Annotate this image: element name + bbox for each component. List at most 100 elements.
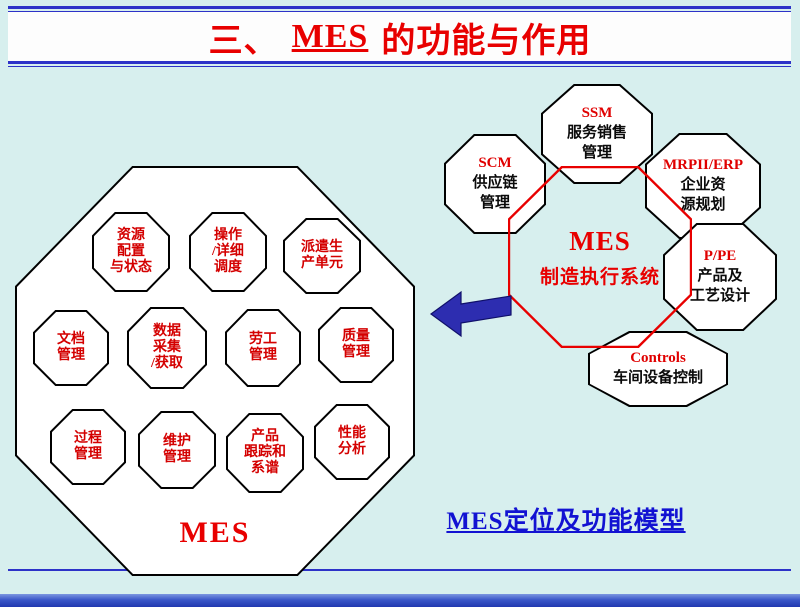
title-section-number: 三、 xyxy=(208,22,279,60)
function-label: 劳工 管理 xyxy=(225,309,301,387)
label-line: 文档 xyxy=(57,332,85,348)
function-label: 文档 管理 xyxy=(33,310,109,386)
label-line: 质量 xyxy=(342,329,370,345)
label-line: 制造执行系统 xyxy=(539,266,660,288)
octagon-fill xyxy=(140,413,214,487)
node-acronym: MES xyxy=(569,225,631,256)
node-acronym: Controls xyxy=(630,350,686,367)
label-line: 管理 xyxy=(163,450,191,465)
function-octagon-document-control: 文档 管理 xyxy=(33,310,109,386)
label-line: 跟踪和 xyxy=(244,445,286,461)
octagon-fill xyxy=(316,406,388,478)
octagon-fill xyxy=(35,312,107,384)
label-line: 服务销售 xyxy=(566,125,627,142)
function-octagon-resource-status: 资源 配置 与状态 xyxy=(92,212,170,292)
function-label: 过程 管理 xyxy=(50,409,126,485)
function-label: 质量 管理 xyxy=(318,307,394,383)
octagon-fill xyxy=(320,309,392,381)
mes-node-label: MES 制造执行系统 xyxy=(508,166,692,348)
label-line: 性能 xyxy=(338,426,366,442)
label-line: 劳工 xyxy=(249,332,277,348)
diagram-caption: MES定位及功能模型 xyxy=(446,508,686,535)
label-line: 系谱 xyxy=(251,460,279,476)
node-label: P/PE 产品及 工艺设计 xyxy=(663,223,777,331)
label-line: 供应链 xyxy=(472,175,518,192)
function-octagon-quality-management: 质量 管理 xyxy=(318,307,394,383)
node-label: MRPII/ERP 企业资 源规划 xyxy=(645,133,761,239)
node-label: SCM 供应链 管理 xyxy=(444,134,546,234)
label-line: 采集 xyxy=(153,340,181,356)
label-line: 调度 xyxy=(214,259,242,275)
mes-octagon-label: MES xyxy=(179,516,251,549)
label-line: /详细 xyxy=(212,244,244,260)
node-octagon-scm: SCM 供应链 管理 xyxy=(444,134,546,234)
label-line: 过程 xyxy=(74,431,102,447)
label-line: 分析 xyxy=(338,442,366,457)
bottom-band xyxy=(0,594,800,607)
function-octagon-maintenance-management: 维护 管理 xyxy=(138,411,216,489)
title-rule-thick xyxy=(8,61,791,64)
label-line: 管理 xyxy=(249,348,277,363)
function-octagon-data-collection: 数据 采集 /获取 xyxy=(127,307,207,389)
function-label: 维护 管理 xyxy=(138,411,216,489)
top-rule-thin xyxy=(8,11,791,12)
mes-node-octagon-outline xyxy=(508,166,692,348)
label-line: 操作 xyxy=(214,228,242,244)
label-line: 资源 xyxy=(117,228,145,244)
label-line: 管理 xyxy=(342,345,370,360)
title-band xyxy=(8,12,791,61)
top-rule-thick xyxy=(8,6,791,9)
function-label: 派遣生 产单元 xyxy=(283,218,361,294)
label-line: 源规划 xyxy=(680,196,726,213)
function-octagon-process-management: 过程 管理 xyxy=(50,409,126,485)
function-label: 数据 采集 /获取 xyxy=(127,307,207,389)
label-line: 管理 xyxy=(581,144,612,161)
octagon-fill xyxy=(590,333,726,405)
label-line: 派遣生 xyxy=(301,240,343,256)
label-line: 管理 xyxy=(479,194,510,211)
label-line: 管理 xyxy=(57,348,85,363)
label-line: /获取 xyxy=(151,355,183,371)
label-line: 配置 xyxy=(117,244,145,260)
octagon-fill xyxy=(227,311,299,385)
label-line: 管理 xyxy=(74,447,102,462)
octagon-fill xyxy=(52,411,124,483)
page-title: 三、 MES 的功能与作用 xyxy=(0,14,800,60)
octagon-fill xyxy=(94,214,168,290)
node-acronym: P/PE xyxy=(703,248,737,265)
label-line: 数据 xyxy=(153,324,181,340)
title-rest: 的功能与作用 xyxy=(381,22,592,60)
label-line: 企业资 xyxy=(680,177,726,194)
arrow-left-icon xyxy=(429,290,512,338)
node-label: Controls 车间设备控制 xyxy=(588,331,728,407)
function-label: 操作 /详细 调度 xyxy=(189,212,267,292)
node-octagon-mrpii-erp: MRPII/ERP 企业资 源规划 xyxy=(645,133,761,239)
label-line: 产单元 xyxy=(301,256,343,271)
function-label: 性能 分析 xyxy=(314,404,390,480)
bottom-rule xyxy=(8,569,791,571)
function-label: 资源 配置 与状态 xyxy=(92,212,170,292)
octagon-fill xyxy=(647,135,759,237)
node-acronym: MRPII/ERP xyxy=(663,157,743,174)
octagon-fill xyxy=(129,309,205,387)
node-acronym: SSM xyxy=(581,105,613,122)
label-line: 产品 xyxy=(251,429,279,445)
label-line: 工艺设计 xyxy=(689,287,750,304)
function-label: 产品 跟踪和 系谱 xyxy=(226,413,304,493)
title-rule-thin xyxy=(8,66,791,67)
node-octagon-p-pe: P/PE 产品及 工艺设计 xyxy=(663,223,777,331)
node-octagon-controls: Controls 车间设备控制 xyxy=(588,331,728,407)
octagon-fill xyxy=(285,220,359,292)
octagon-fill xyxy=(191,214,265,290)
node-acronym: SCM xyxy=(478,155,512,172)
function-octagon-operations-scheduling: 操作 /详细 调度 xyxy=(189,212,267,292)
label-line: 车间设备控制 xyxy=(612,370,703,386)
function-octagon-performance-analysis: 性能 分析 xyxy=(314,404,390,480)
function-octagon-product-tracking: 产品 跟踪和 系谱 xyxy=(226,413,304,493)
title-keyword-mes: MES xyxy=(291,18,369,55)
label-line: 维护 xyxy=(163,434,191,450)
label-line: 与状态 xyxy=(110,259,152,275)
octagon-fill xyxy=(665,225,775,329)
octagon-fill xyxy=(228,415,302,491)
function-octagon-labor-management: 劳工 管理 xyxy=(225,309,301,387)
